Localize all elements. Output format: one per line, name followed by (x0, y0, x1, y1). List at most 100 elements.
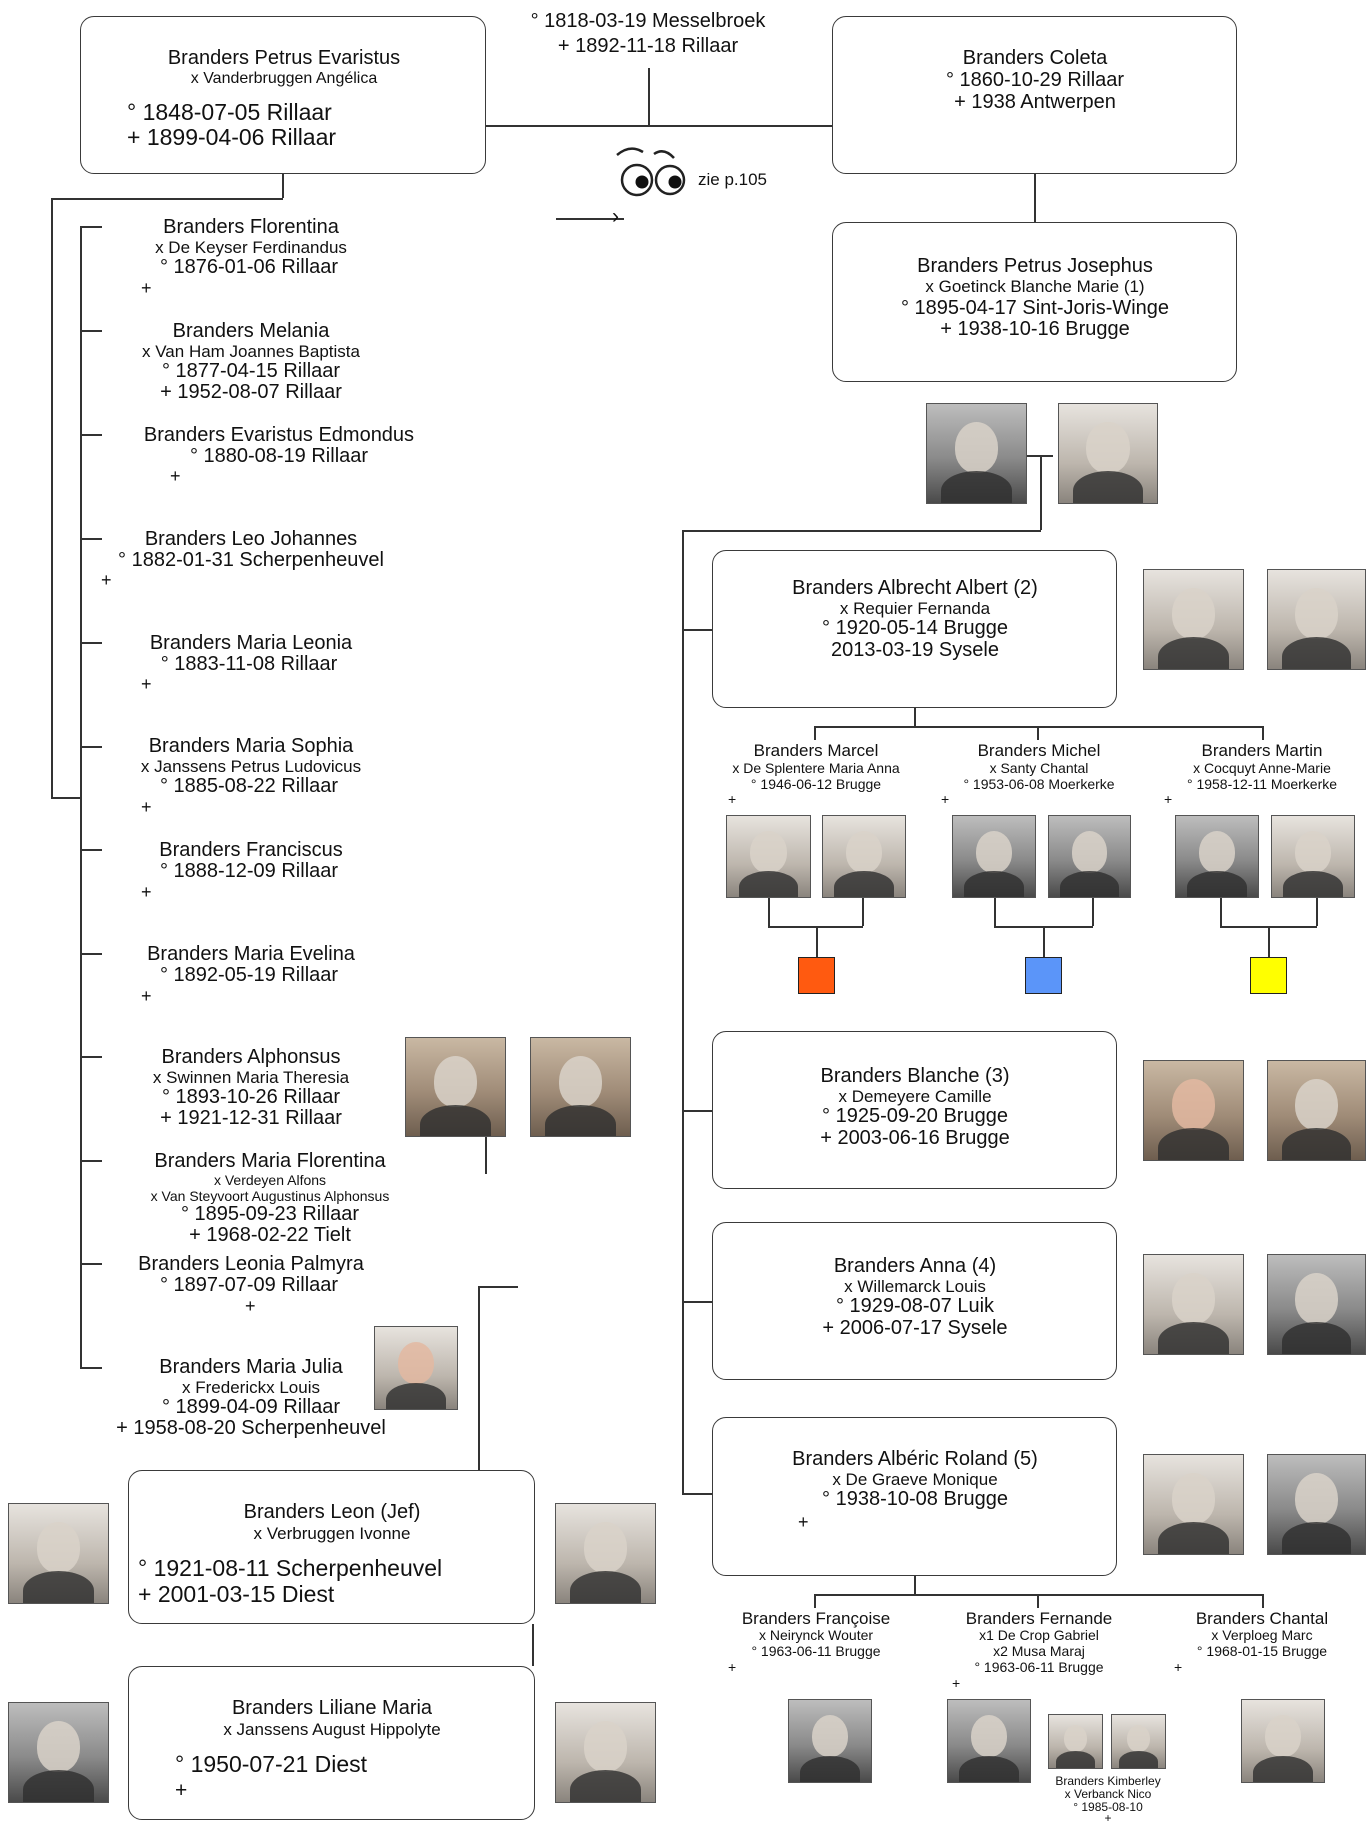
grandchild-name: Branders Martin (1201, 741, 1323, 760)
alberic-card[interactable]: Branders Albéric Roland (5) x De Graeve … (712, 1417, 1117, 1576)
child-name: Branders Maria Leonia (149, 632, 353, 654)
child-tick (80, 953, 102, 955)
eyes-icon (616, 147, 686, 197)
person-death: 2013-03-19 Sysele (831, 639, 999, 661)
color-marker (798, 957, 835, 994)
connector (994, 898, 996, 926)
portrait-photo (1267, 569, 1366, 670)
child-drop (814, 1594, 816, 1608)
child-death: + 1968-02-22 Tielt (189, 1224, 351, 1246)
child-birth: ° 1876-01-06 Rillaar (159, 256, 339, 278)
child-birth: ° 1899-04-09 Rillaar (161, 1396, 341, 1418)
child-death: + 1921-12-31 Rillaar (160, 1107, 342, 1129)
person-death: + 1938-10-16 Brugge (940, 318, 1130, 340)
grandchild-death: + (941, 791, 950, 807)
portrait-photo (1111, 1714, 1166, 1769)
child-name: Branders Maria Julia (159, 1356, 343, 1378)
connector (862, 898, 864, 926)
person-death: + (175, 1779, 188, 1802)
child-tick (80, 746, 102, 748)
person-name: Branders Leon (Jef) (243, 1501, 421, 1523)
portrait-photo (1241, 1699, 1325, 1783)
person-name: Branders Coleta (962, 47, 1108, 69)
photo-couple-link (1027, 455, 1053, 457)
child-name: Branders Maria Evelina (147, 943, 355, 965)
grandchild-name: Branders Michel (977, 741, 1101, 760)
connector (768, 926, 863, 928)
person-name: Branders Blanche (3) (820, 1065, 1010, 1087)
liliane-card[interactable]: Branders Liliane Maria x Janssens August… (128, 1666, 535, 1820)
petrus-josephus-card[interactable]: Branders Petrus Josephus x Goetinck Blan… (832, 222, 1237, 382)
grandchild-name: Branders Françoise (741, 1609, 891, 1628)
portrait-photo (952, 815, 1036, 898)
child-birth: ° 1880-08-19 Rillaar (189, 445, 369, 467)
portrait-photo (822, 815, 906, 898)
top-person-birth: ° 1818-03-19 Messelbroek (530, 10, 766, 32)
child-death: + (141, 797, 152, 817)
connector (768, 898, 770, 926)
portrait-photo (1271, 815, 1355, 898)
person-death: + 2001-03-15 Diest (138, 1581, 335, 1607)
anna-card[interactable]: Branders Anna (4) x Willemarck Louis ° 1… (712, 1222, 1117, 1380)
child-birth: ° 1885-08-22 Rillaar (159, 775, 339, 797)
child-name: Branders Leonia Palmyra (138, 1253, 364, 1275)
family-branch-vertical (51, 198, 53, 798)
grandchild-spouse: x Verploeg Marc (1211, 1627, 1313, 1643)
pj-child-tick (682, 629, 712, 631)
child-death: + 1958-08-20 Scherpenheuvel (116, 1417, 386, 1439)
connector (1043, 926, 1045, 958)
child-death: + (141, 674, 152, 694)
top-parent-drop (648, 68, 650, 126)
leon-card[interactable]: Branders Leon (Jef) x Verbruggen Ivonne … (128, 1470, 535, 1624)
portrait-photo (1175, 815, 1259, 898)
grandchild-birth: ° 1963-06-11 Brugge (751, 1643, 881, 1659)
grandchild-birth: ° 1953-06-08 Moerkerke (963, 776, 1115, 792)
person-death: + 1938 Antwerpen (954, 91, 1116, 113)
grandchild-death: + (728, 1659, 737, 1675)
child-death: + (101, 570, 112, 590)
child-spouse: x Verdeyen Alfons (213, 1172, 327, 1188)
portrait-photo (926, 403, 1027, 504)
alberic-children-bar (814, 1594, 1264, 1596)
child-tick (80, 330, 102, 332)
grandchild-birth: ° 1963-06-11 Brugge (974, 1659, 1104, 1675)
grandchild-death: + (1174, 1659, 1183, 1675)
grandchild-death: + (952, 1675, 961, 1691)
child-tick (80, 434, 102, 436)
child-birth: ° 1883-11-08 Rillaar (160, 653, 338, 675)
julia-to-leon-line (478, 1286, 480, 1470)
person-birth: ° 1929-08-07 Luik (835, 1295, 995, 1317)
connector (1092, 898, 1094, 926)
grandchild-name: Branders Fernande (965, 1609, 1113, 1628)
arrow-shaft (556, 218, 624, 220)
person-name: Branders Liliane Maria (231, 1697, 433, 1719)
petrus-evaristus-card[interactable]: Branders Petrus Evaristus x Vanderbrugge… (80, 16, 486, 174)
kimberley-spouse: x Verbanck Nico (1064, 1787, 1152, 1801)
person-name: Branders Albéric Roland (5) (792, 1448, 1038, 1470)
color-marker (1250, 957, 1287, 994)
child-tick (80, 1160, 102, 1162)
child-tick (80, 642, 102, 644)
child-tick (80, 1056, 102, 1058)
child-birth: ° 1893-10-26 Rillaar (161, 1086, 341, 1108)
person-birth: ° 1921-08-11 Scherpenheuvel (138, 1555, 443, 1581)
blanche-card[interactable]: Branders Blanche (3) x Demeyere Camille … (712, 1031, 1117, 1189)
pj-child-tick (682, 1301, 712, 1303)
petrus-evaristus-drop (282, 174, 284, 198)
child-drop (1037, 726, 1039, 740)
grandchild-death: + (728, 791, 737, 807)
coleta-to-petrus-line (1034, 174, 1036, 222)
coleta-card[interactable]: Branders Coleta ° 1860-10-29 Rillaar + 1… (832, 16, 1237, 174)
alberic-drop (914, 1576, 916, 1594)
grandchild-spouse: x Neirynck Wouter (758, 1627, 874, 1643)
kimberley-birth: ° 1985-08-10 (1073, 1800, 1143, 1814)
child-name: Branders Franciscus (159, 839, 343, 861)
child-birth: ° 1892-05-19 Rillaar (159, 964, 339, 986)
grandchild-birth: ° 1958-12-11 Moerkerke (1186, 776, 1338, 792)
child-birth: ° 1888-12-09 Rillaar (159, 860, 339, 882)
person-birth: ° 1938-10-08 Brugge (822, 1488, 1008, 1510)
connector (816, 926, 818, 958)
albrecht-card[interactable]: Branders Albrecht Albert (2) x Requier F… (712, 550, 1117, 708)
family-branch-link (51, 797, 80, 799)
person-birth: ° 1895-04-17 Sint-Joris-Winge (900, 297, 1170, 319)
